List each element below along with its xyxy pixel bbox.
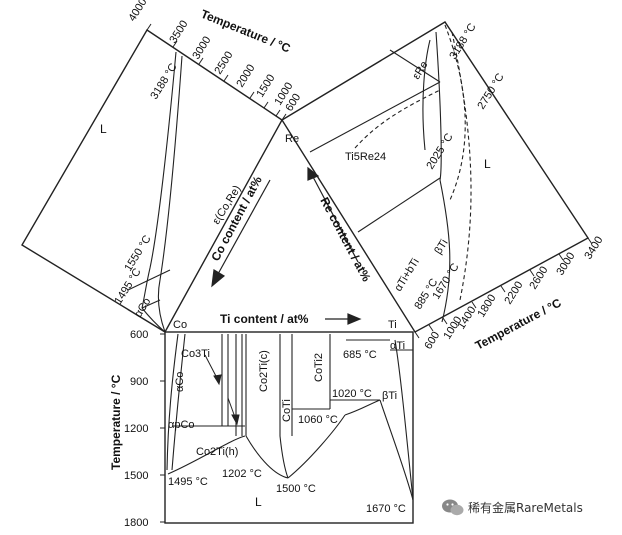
co-ti-ytick-1800: 1800 xyxy=(124,517,148,529)
re-ti-beta-label: βTi xyxy=(432,237,450,256)
co-re-tick-2000: 2000 xyxy=(234,62,257,89)
re-corner-label: Re xyxy=(285,133,299,145)
co-ti-1670-label: 1670 °C xyxy=(366,503,406,515)
co-re-phase-lines xyxy=(127,51,183,333)
re-ti-ticks xyxy=(414,237,593,339)
co-ti-co3ti-label: Co3Ti xyxy=(181,348,210,360)
co-ti-axis-title: Temperature / °C xyxy=(109,374,123,470)
co-ti-liquid-label: L xyxy=(255,495,262,509)
co-re-1495-label: 1495 °C xyxy=(112,266,143,306)
co-ti-1495-label: 1495 °C xyxy=(168,476,208,488)
co-ti-coti2-label: CoTi2 xyxy=(313,353,325,382)
composition-arrows xyxy=(211,166,362,325)
re-ti-2750-label: 2750 °C xyxy=(475,71,506,111)
co-re-axis-title: Temperature / °C xyxy=(199,7,293,56)
watermark-text: 稀有金属RareMetals xyxy=(468,500,583,515)
co-re-liquid-label: L xyxy=(100,122,107,136)
co-re-tick-2500: 2500 xyxy=(212,49,235,76)
co-ti-alpha-ti-label: αTi xyxy=(390,340,405,352)
re-ti-tick-600: 600 xyxy=(422,330,442,352)
co-ti-1500-label: 1500 °C xyxy=(276,483,316,495)
co-ti-co2ti-h-label: Co2Ti(h) xyxy=(196,446,238,458)
co-ti-1060-label: 1060 °C xyxy=(298,414,338,426)
re-ti-dashed-lines xyxy=(354,24,472,301)
co-ti-ytick-1500: 1500 xyxy=(124,470,148,482)
watermark: 稀有金属RareMetals xyxy=(440,494,616,522)
co-re-tick-3000: 3000 xyxy=(190,34,213,61)
re-ti-tick-2200: 2200 xyxy=(502,279,525,306)
co-ti-alpha-p-co-label: αpCo xyxy=(168,419,195,431)
co-ti-ytick-900: 900 xyxy=(130,376,148,388)
co-re-ticks xyxy=(146,23,287,121)
co-re-tick-4000: 4000 xyxy=(126,0,149,24)
co-ti-coti-label: CoTi xyxy=(281,399,293,422)
co-ti-yticks xyxy=(160,333,165,523)
co-ti-1020-label: 1020 °C xyxy=(332,388,372,400)
re-ti-phase-lines xyxy=(309,31,451,323)
co-ti-panel: Co Ti 600 900 1200 1500 1800 Temperature… xyxy=(109,319,414,529)
co-ti-ytick-1200: 1200 xyxy=(124,423,148,435)
co-ti-1202-label: 1202 °C xyxy=(222,468,262,480)
re-ti-panel: 3400 3000 2600 2200 1800 1400 1000 600 T… xyxy=(281,21,606,353)
wechat-icon xyxy=(442,499,464,516)
ti-corner-label: Ti xyxy=(388,319,397,331)
re-content-label: Re content / at% xyxy=(317,195,373,284)
co-re-panel: 4000 3500 3000 2500 2000 1500 1000 600 T… xyxy=(21,0,303,333)
re-ti-2025-label: 2025 °C xyxy=(424,131,455,171)
re-ti-3188-label: 3188 °C xyxy=(447,21,478,61)
watermark-graphic: 稀有金属RareMetals xyxy=(442,499,583,516)
co-re-3188-label: 3188 °C xyxy=(148,61,179,101)
ti-content-label: Ti content / at% xyxy=(220,312,309,326)
co-ti-685-label: 685 °C xyxy=(343,349,377,361)
co-ti-co2ti-c-label: Co2Ti(c) xyxy=(258,350,270,392)
co-re-tick-3500: 3500 xyxy=(167,18,190,45)
co-ti-beta-ti-label: βTi xyxy=(382,390,397,402)
co-ti-arrows xyxy=(204,354,240,426)
re-ti-ab-label: αTi+bTi xyxy=(392,256,421,293)
co-re-1550-label: 1550 °C xyxy=(122,233,153,273)
co-re-alpha-label: αCo xyxy=(132,296,153,320)
co-corner-label: Co xyxy=(173,319,187,331)
co-re-tick-1500: 1500 xyxy=(254,72,277,99)
re-ti-eps-re-label: εRe xyxy=(410,59,430,81)
re-ti-ti5re24-label: Ti5Re24 xyxy=(345,151,386,163)
re-ti-liquid-label: L xyxy=(484,157,491,171)
co-ti-alpha-co-label: αCo xyxy=(174,372,186,392)
co-ti-ytick-600: 600 xyxy=(130,329,148,341)
co-ti-phase-lines xyxy=(166,333,414,501)
